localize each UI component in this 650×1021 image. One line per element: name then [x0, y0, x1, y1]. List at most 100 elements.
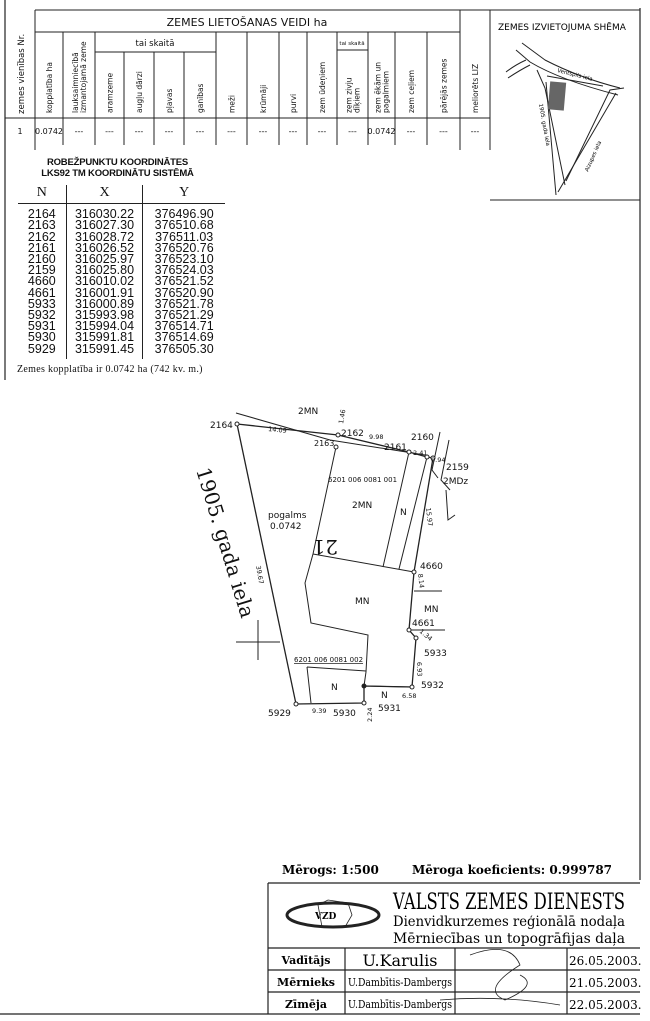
parcel-use-label: pogalms — [268, 511, 307, 521]
distance-label: 39.67 — [254, 565, 265, 585]
sheet-border — [4, 0, 641, 880]
x-coordinate: 315991.81 — [65, 331, 143, 344]
point-label: 4660 — [420, 562, 443, 572]
signer-role: Zīmēja — [285, 998, 327, 1011]
usage-column-header-line: zem ēkām un — [374, 60, 383, 113]
usage-column-header: zem ūdeņiem — [318, 62, 328, 113]
point-label: 5933 — [424, 649, 447, 659]
point-number: 2161 — [27, 240, 56, 255]
usage-column-header: meliorēts LIZ — [471, 64, 480, 113]
usage-cell: --- — [289, 127, 298, 136]
usage-column-header: ganības — [196, 83, 205, 113]
point-number: 5932 — [27, 308, 56, 323]
x-coordinate: 316030.22 — [65, 203, 143, 221]
zone-label: N — [331, 683, 338, 693]
y-coordinate: 376521.29 — [142, 309, 225, 321]
usage-cell: --- — [75, 127, 84, 136]
usage-column-header-line: zem zivju — [345, 75, 354, 113]
x-coordinate: 316026.52 — [65, 241, 143, 254]
x-coordinate: 315993.98 — [65, 309, 143, 321]
cadastre-number: 6201 006 0081 002 — [294, 656, 363, 664]
point-number: 5929 — [27, 341, 56, 356]
x-coordinate: 316000.89 — [65, 297, 143, 310]
distance-label: 6.93 — [415, 662, 424, 677]
point-number: 2162 — [27, 229, 56, 244]
scale-coefficient: Mēroga koeficients: 0.999787 — [412, 863, 612, 877]
point-label: 5930 — [333, 709, 356, 719]
y-coordinate: 376505.30 — [142, 342, 225, 359]
distance-label: 0.94 — [431, 456, 445, 464]
distance-label: 8.14 — [416, 573, 426, 588]
coords-title-1: ROBEŽPUNKTU KOORDINĀTES — [46, 157, 189, 168]
usage-cell: --- — [259, 127, 268, 136]
parcel-location-marker — [547, 81, 567, 111]
signer-name: U.Dambītis-Dambergs — [348, 998, 452, 1011]
usage-column-header: pļavas — [165, 89, 175, 113]
y-coordinate: 376514.69 — [142, 331, 225, 344]
signer-name: U.Dambītis-Dambergs — [348, 976, 452, 989]
usage-table-text: zemes vienības Nr. ZEMES LIETOŠANAS VEID… — [17, 16, 480, 136]
y-coordinate: 376520.76 — [142, 241, 225, 254]
distance-label: 9.39 — [312, 707, 326, 715]
usage-column-header-line: dīķiem — [353, 88, 363, 113]
point-number: 2164 — [27, 207, 56, 222]
point-number: 4660 — [27, 274, 56, 289]
zone-label: N — [400, 508, 407, 518]
point-number: 2163 — [27, 218, 56, 233]
usage-cell: --- — [407, 127, 416, 136]
point-label: 2161 — [384, 443, 407, 453]
cadastre-number: 6201 006 0081 001 — [328, 476, 397, 484]
signer-date: 21.05.2003. — [569, 976, 642, 990]
point-label: 5931 — [378, 704, 401, 714]
signer-role: Vadītājs — [281, 954, 331, 967]
col-n: N — [18, 185, 67, 205]
parcel-area-label: 0.0742 — [270, 522, 302, 532]
zone-label: N — [381, 691, 388, 701]
title-block — [0, 882, 640, 1015]
signer-name: U.Karulis — [363, 951, 438, 970]
usage-column-header-line: pagalmiem — [382, 71, 391, 113]
signers: Vadītājs U.Karulis 26.05.2003. Mērnieks … — [277, 951, 642, 1012]
point-number: 5933 — [27, 296, 56, 311]
point-label: 2162 — [341, 429, 364, 439]
usage-column-header: purvi — [289, 94, 298, 113]
usage-column-header-line: lauksaimniecībā — [71, 50, 80, 113]
usage-cell: 0.0742 — [35, 127, 63, 136]
org-name: VALSTS ZEMES DIENESTS — [392, 890, 625, 915]
parcel-number: 21 — [313, 535, 338, 559]
usage-title: ZEMES LIETOŠANAS VEIDI ha — [167, 16, 328, 29]
usage-cell: --- — [165, 127, 174, 136]
point-label: 4661 — [412, 619, 435, 629]
y-coordinate: 376523.10 — [142, 253, 225, 265]
usage-cell: --- — [318, 127, 327, 136]
coords-title-2: LKS92 TM KOORDINĀTU SISTĒMĀ — [41, 168, 194, 179]
y-coordinate: 376524.03 — [142, 264, 225, 277]
usage-cell: --- — [471, 127, 480, 136]
tai-skaita-small: tai skaitā — [339, 41, 364, 47]
x-coordinate: 316025.97 — [65, 253, 143, 265]
signature — [439, 948, 561, 1006]
zone-label: 2MN — [298, 407, 318, 417]
signer-role: Mērnieks — [277, 976, 335, 989]
usage-cell: --- — [196, 127, 205, 136]
distance-label: 9.98 — [369, 433, 383, 441]
zone-label: 2MN — [352, 501, 372, 511]
usage-column-header: augļu dārzi — [135, 71, 145, 113]
point-label: 2164 — [210, 421, 233, 431]
y-coordinate: 376520.90 — [142, 286, 225, 299]
point-label: 5929 — [268, 709, 291, 719]
usage-column-header: krūmāji — [259, 85, 268, 113]
usage-cell: 0.0742 — [368, 127, 396, 136]
distance-label: 6.58 — [402, 692, 416, 700]
col-y: Y — [142, 185, 225, 205]
plan-labels: 2164 2162 2163 2161 2160 2159 4660 4661 … — [191, 407, 469, 722]
